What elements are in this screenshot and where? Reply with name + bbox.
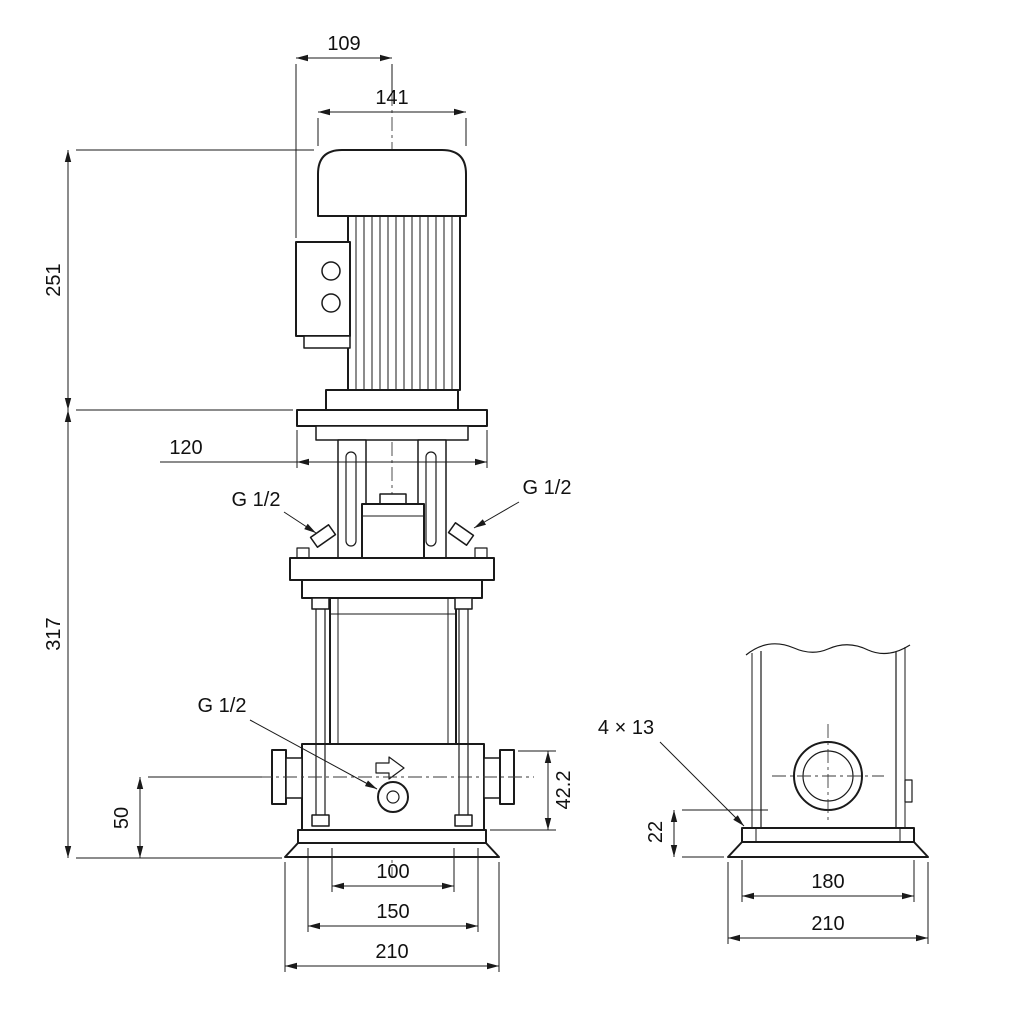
motor-fins-icon [355, 216, 453, 390]
port-right-neck [483, 757, 501, 799]
tie-rods [311, 597, 473, 827]
dim-42-2-label: 42.2 [553, 771, 575, 810]
dim-251-label: 251 [43, 263, 65, 296]
nameplate-tab [904, 779, 913, 803]
dim-22-label: 22 [645, 821, 667, 843]
dim-141-label: 141 [375, 87, 408, 109]
base-skirt [284, 842, 500, 858]
dim-109: 109 [295, 33, 393, 238]
pump-head-bottom [301, 579, 483, 599]
dim-251: 251 [43, 149, 314, 411]
motor-cap [317, 149, 467, 217]
dim-210-front-label: 210 [375, 941, 408, 963]
dim-22: 22 [645, 809, 768, 858]
terminal-box [295, 241, 351, 337]
terminal-box-hole [321, 293, 341, 313]
break-line [745, 643, 911, 656]
dim-4x13: 4 × 13 [598, 717, 745, 827]
dim-317-label: 317 [43, 617, 65, 650]
pump-head-top [289, 557, 495, 581]
side-base-skirt [727, 841, 929, 858]
coupling [361, 503, 425, 559]
terminal-box-hole [321, 261, 341, 281]
vent-plug-right [447, 522, 475, 546]
coupling-top-tab [379, 493, 407, 505]
dim-109-label: 109 [327, 33, 360, 55]
head-bolt-right [474, 547, 488, 559]
g12-top-left-label: G 1/2 [232, 489, 281, 511]
label-g12-top-left: G 1/2 [232, 489, 317, 534]
drain-plug-center [386, 790, 400, 804]
dim-50-label: 50 [111, 807, 133, 829]
dim-180: 180 [741, 860, 915, 902]
motor-stool-step [315, 425, 469, 441]
dim-180-label: 180 [811, 871, 844, 893]
motor-foot [325, 389, 459, 411]
dim-100: 100 [331, 848, 455, 892]
dim-210-side-label: 210 [811, 913, 844, 935]
g12-drain-label: G 1/2 [198, 695, 247, 717]
dim-4x13-label: 4 × 13 [598, 717, 654, 739]
head-bolt-left [296, 547, 310, 559]
dim-50: 50 [111, 776, 262, 858]
dim-100-label: 100 [376, 861, 409, 883]
side-view [727, 643, 929, 858]
dim-120: 120 [160, 430, 488, 468]
vent-plug-left [309, 524, 337, 548]
flow-arrow-icon [375, 756, 405, 780]
g12-top-right-label: G 1/2 [523, 477, 572, 499]
label-g12-drain: G 1/2 [198, 695, 378, 790]
coupling-guard-left-slot [345, 451, 357, 547]
dim-120-label: 120 [169, 437, 202, 459]
side-base-plate [741, 827, 915, 843]
motor-stool-flange [296, 409, 488, 427]
port-left-neck [285, 757, 303, 799]
dim-317: 317 [43, 410, 282, 859]
front-view [258, 92, 534, 878]
dim-150-label: 150 [376, 901, 409, 923]
coupling-guard-right-slot [425, 451, 437, 547]
dim-150: 150 [307, 848, 479, 932]
dim-210-front: 210 [284, 862, 500, 972]
label-g12-top-right: G 1/2 [473, 477, 572, 529]
base-plate [297, 829, 487, 844]
dim-210-side: 210 [727, 862, 929, 944]
dim-141: 141 [317, 87, 467, 146]
chamber-shell [329, 597, 457, 745]
dim-42-2: 42.2 [490, 750, 575, 831]
terminal-box-step [303, 335, 351, 349]
